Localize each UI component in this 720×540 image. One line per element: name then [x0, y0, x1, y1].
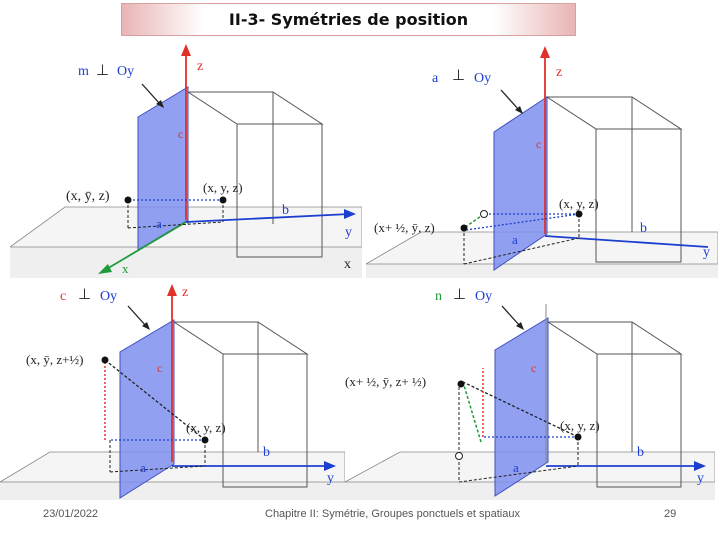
floor-plane [345, 482, 715, 500]
pointer-arrow-icon [516, 322, 524, 330]
y-axis [544, 235, 709, 248]
y-arrow-icon [344, 209, 356, 219]
image-point [101, 356, 109, 364]
y-label: y [703, 245, 710, 260]
original-point-label: (x, y, z) [186, 420, 226, 435]
x-arrow-icon [98, 264, 112, 274]
y-label: y [345, 225, 352, 240]
perp-symbol: ⊥ [453, 287, 466, 303]
y-label: y [697, 471, 704, 486]
glide-translation [463, 213, 485, 229]
b-label: b [263, 445, 270, 460]
pointer-arrow-icon [142, 322, 150, 330]
floor-plane [366, 264, 718, 278]
pointer-arrow [127, 305, 147, 327]
image-point-label: (x, ȳ, z) [66, 189, 110, 204]
panel-glide-n: n ⊥ Oy c a b y (x+ ½, ȳ, z+ ½) (x, y, z) [345, 282, 715, 500]
image-point-label: (x, ȳ, z+½) [26, 352, 84, 367]
y-label: y [327, 471, 334, 486]
panel-glide-c: c ⊥ Oy z c a b y (x, ȳ, z+½) (x, y, z) [0, 282, 345, 500]
a-label: a [512, 232, 518, 247]
x-label-black: x [344, 257, 351, 272]
original-point-label: (x, y, z) [559, 196, 599, 211]
footer-date: 23/01/2022 [43, 508, 99, 520]
z-arrow-icon [181, 44, 191, 56]
z-arrow-icon [167, 284, 177, 296]
original-point [575, 210, 583, 218]
original-point [574, 433, 582, 441]
symmetry-symbol: a [432, 71, 439, 86]
z-label: z [197, 59, 203, 74]
pointer-arrow-icon [156, 100, 164, 108]
projection-line [465, 213, 580, 231]
floor-plane [0, 482, 345, 500]
pointer-arrow-icon [515, 106, 523, 114]
c-label: c [536, 137, 541, 151]
symmetry-symbol: n [435, 289, 442, 304]
floor-plane-back [366, 231, 718, 265]
image-point [457, 380, 465, 388]
glide-plane [493, 96, 548, 271]
a-label: a [140, 460, 146, 475]
panel-mirror-m: m ⊥ Oy z c a b y x x (x, ȳ, z) (x, y, z) [10, 42, 362, 278]
c-label: c [531, 361, 536, 375]
c-label: c [178, 127, 183, 141]
x-axis [104, 221, 187, 271]
axis-label: Oy [100, 289, 117, 304]
footer-page-number: 29 [664, 508, 677, 520]
image-point-label: (x+ ½, ȳ, z) [374, 220, 435, 235]
pointer-arrow [500, 89, 520, 111]
original-point-label: (x, y, z) [560, 418, 600, 433]
original-point [201, 436, 209, 444]
image-point [460, 224, 468, 232]
intermediate-point [480, 210, 488, 218]
b-label: b [637, 445, 644, 460]
z-label: z [182, 285, 188, 300]
x-label: x [122, 261, 129, 276]
base-line [127, 221, 224, 229]
axis-label: Oy [475, 289, 492, 304]
b-label: b [640, 221, 647, 236]
footer-chapter: Chapitre II: Symétrie, Groupes ponctuels… [265, 508, 520, 520]
pointer-arrow [501, 305, 521, 327]
base-line [458, 465, 579, 483]
perp-symbol: ⊥ [78, 287, 91, 303]
glide-plane [119, 319, 175, 499]
original-point [219, 196, 227, 204]
floor-plane-back [0, 451, 345, 483]
image-point-label: (x+ ½, ȳ, z+ ½) [345, 374, 426, 389]
glide-translation-diagonal [462, 381, 482, 443]
panel-glide-a: a ⊥ Oy z c a b y (x+ ½, ȳ, z) (x, y, z) [366, 42, 718, 278]
y-arrow-icon [694, 461, 706, 471]
base-line [109, 465, 206, 473]
symmetry-symbol: c [60, 289, 66, 304]
glide-path [104, 359, 206, 441]
z-label: z [556, 65, 562, 80]
perp-symbol: ⊥ [96, 63, 109, 79]
y-axis [185, 213, 351, 223]
symmetry-symbol: m [78, 64, 89, 79]
z-arrow-icon [540, 46, 550, 58]
glide-path [462, 381, 579, 438]
a-label: a [513, 460, 519, 475]
original-point-label: (x, y, z) [203, 180, 243, 195]
image-point [124, 196, 132, 204]
axis-label: Oy [117, 64, 134, 79]
y-arrow-icon [324, 461, 336, 471]
axis-label: Oy [474, 71, 491, 86]
intermediate-point [455, 452, 463, 460]
perp-symbol: ⊥ [452, 68, 465, 84]
slide-title: II-3- Symétries de position [121, 3, 576, 36]
pointer-arrow [141, 83, 161, 105]
b-label: b [282, 203, 289, 218]
floor-plane [10, 247, 362, 278]
c-label: c [157, 361, 162, 375]
a-label: a [156, 216, 162, 231]
glide-plane [494, 317, 549, 497]
mirror-plane [137, 86, 189, 251]
